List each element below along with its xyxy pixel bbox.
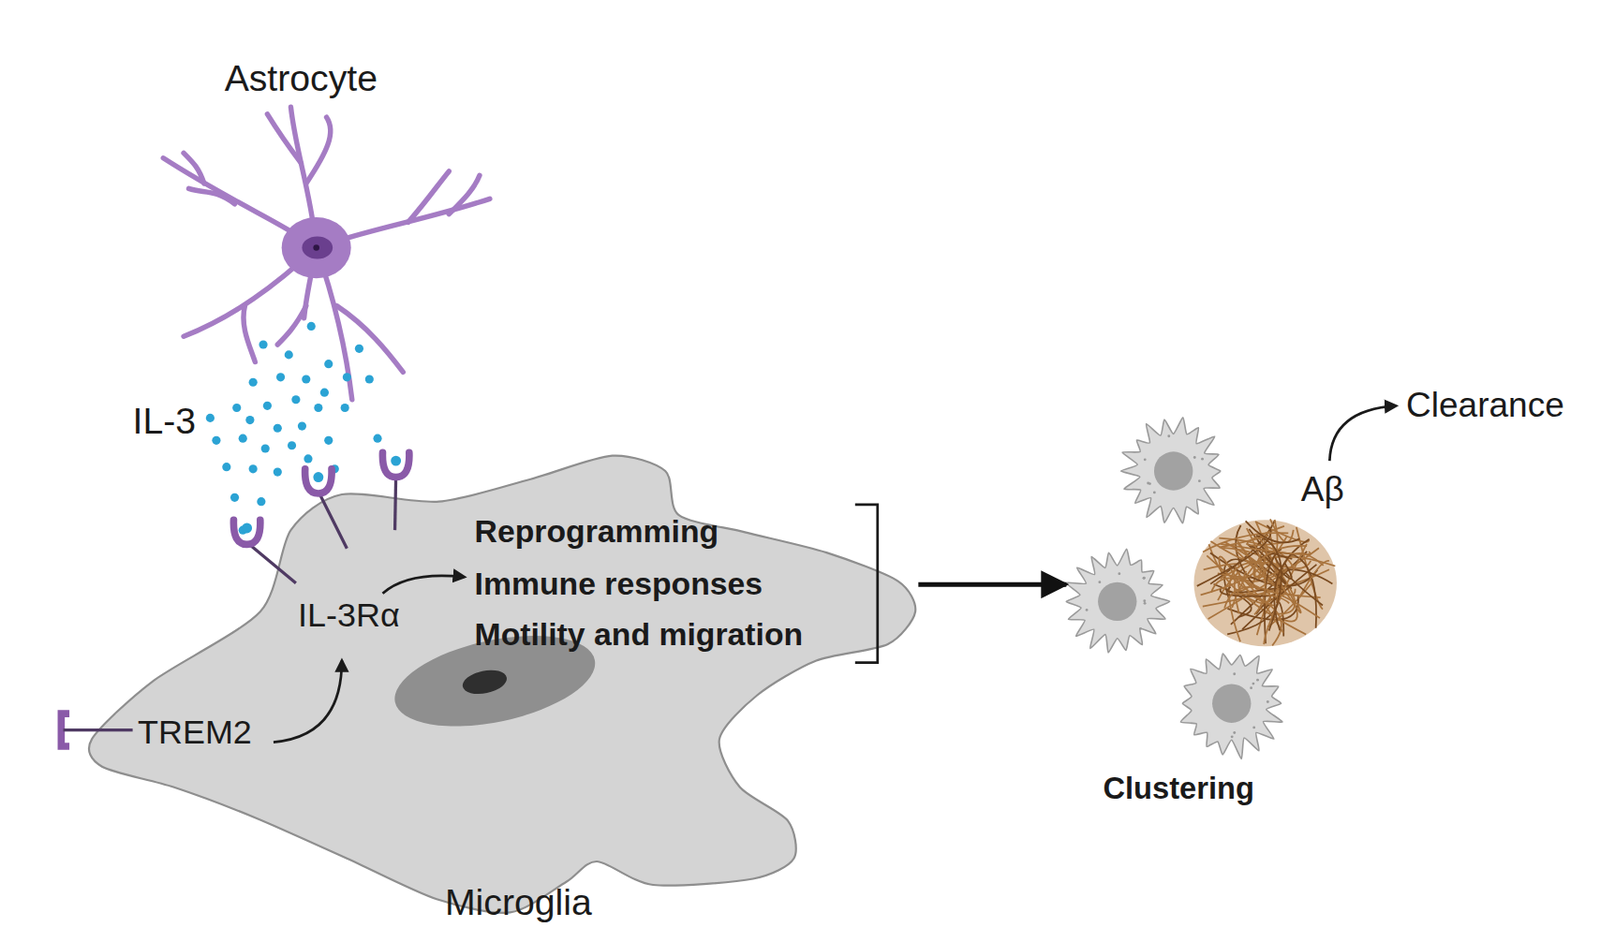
clearance-arrow [1329, 405, 1396, 461]
signal-arrow [273, 661, 342, 743]
bracket [855, 504, 878, 664]
signal-arrow [382, 576, 464, 594]
outcome-label: Clearance [1406, 385, 1565, 425]
flow-arrow [918, 582, 1067, 588]
response-item: Motility and migration [474, 617, 804, 652]
amyloid-plaque [1193, 518, 1337, 647]
cytokine-label: IL-3 [133, 400, 197, 442]
receptor-label: IL-3Rα [297, 596, 400, 635]
microglia-cell [88, 456, 916, 914]
cell-name: Astrocyte [224, 58, 378, 99]
receptor-label: TREM2 [137, 713, 252, 752]
receptors [60, 452, 410, 747]
peptide-label: Aβ [1301, 470, 1345, 509]
process-label: Clustering [1102, 771, 1254, 806]
astrocyte-cell [162, 106, 490, 400]
response-item: Reprogramming [474, 514, 720, 549]
cluster-node: Clustering [1066, 402, 1352, 806]
cell-name: Microglia [444, 882, 593, 923]
response-item: Immune responses [474, 566, 764, 602]
astrocyte-node: Astrocyte [152, 56, 500, 409]
